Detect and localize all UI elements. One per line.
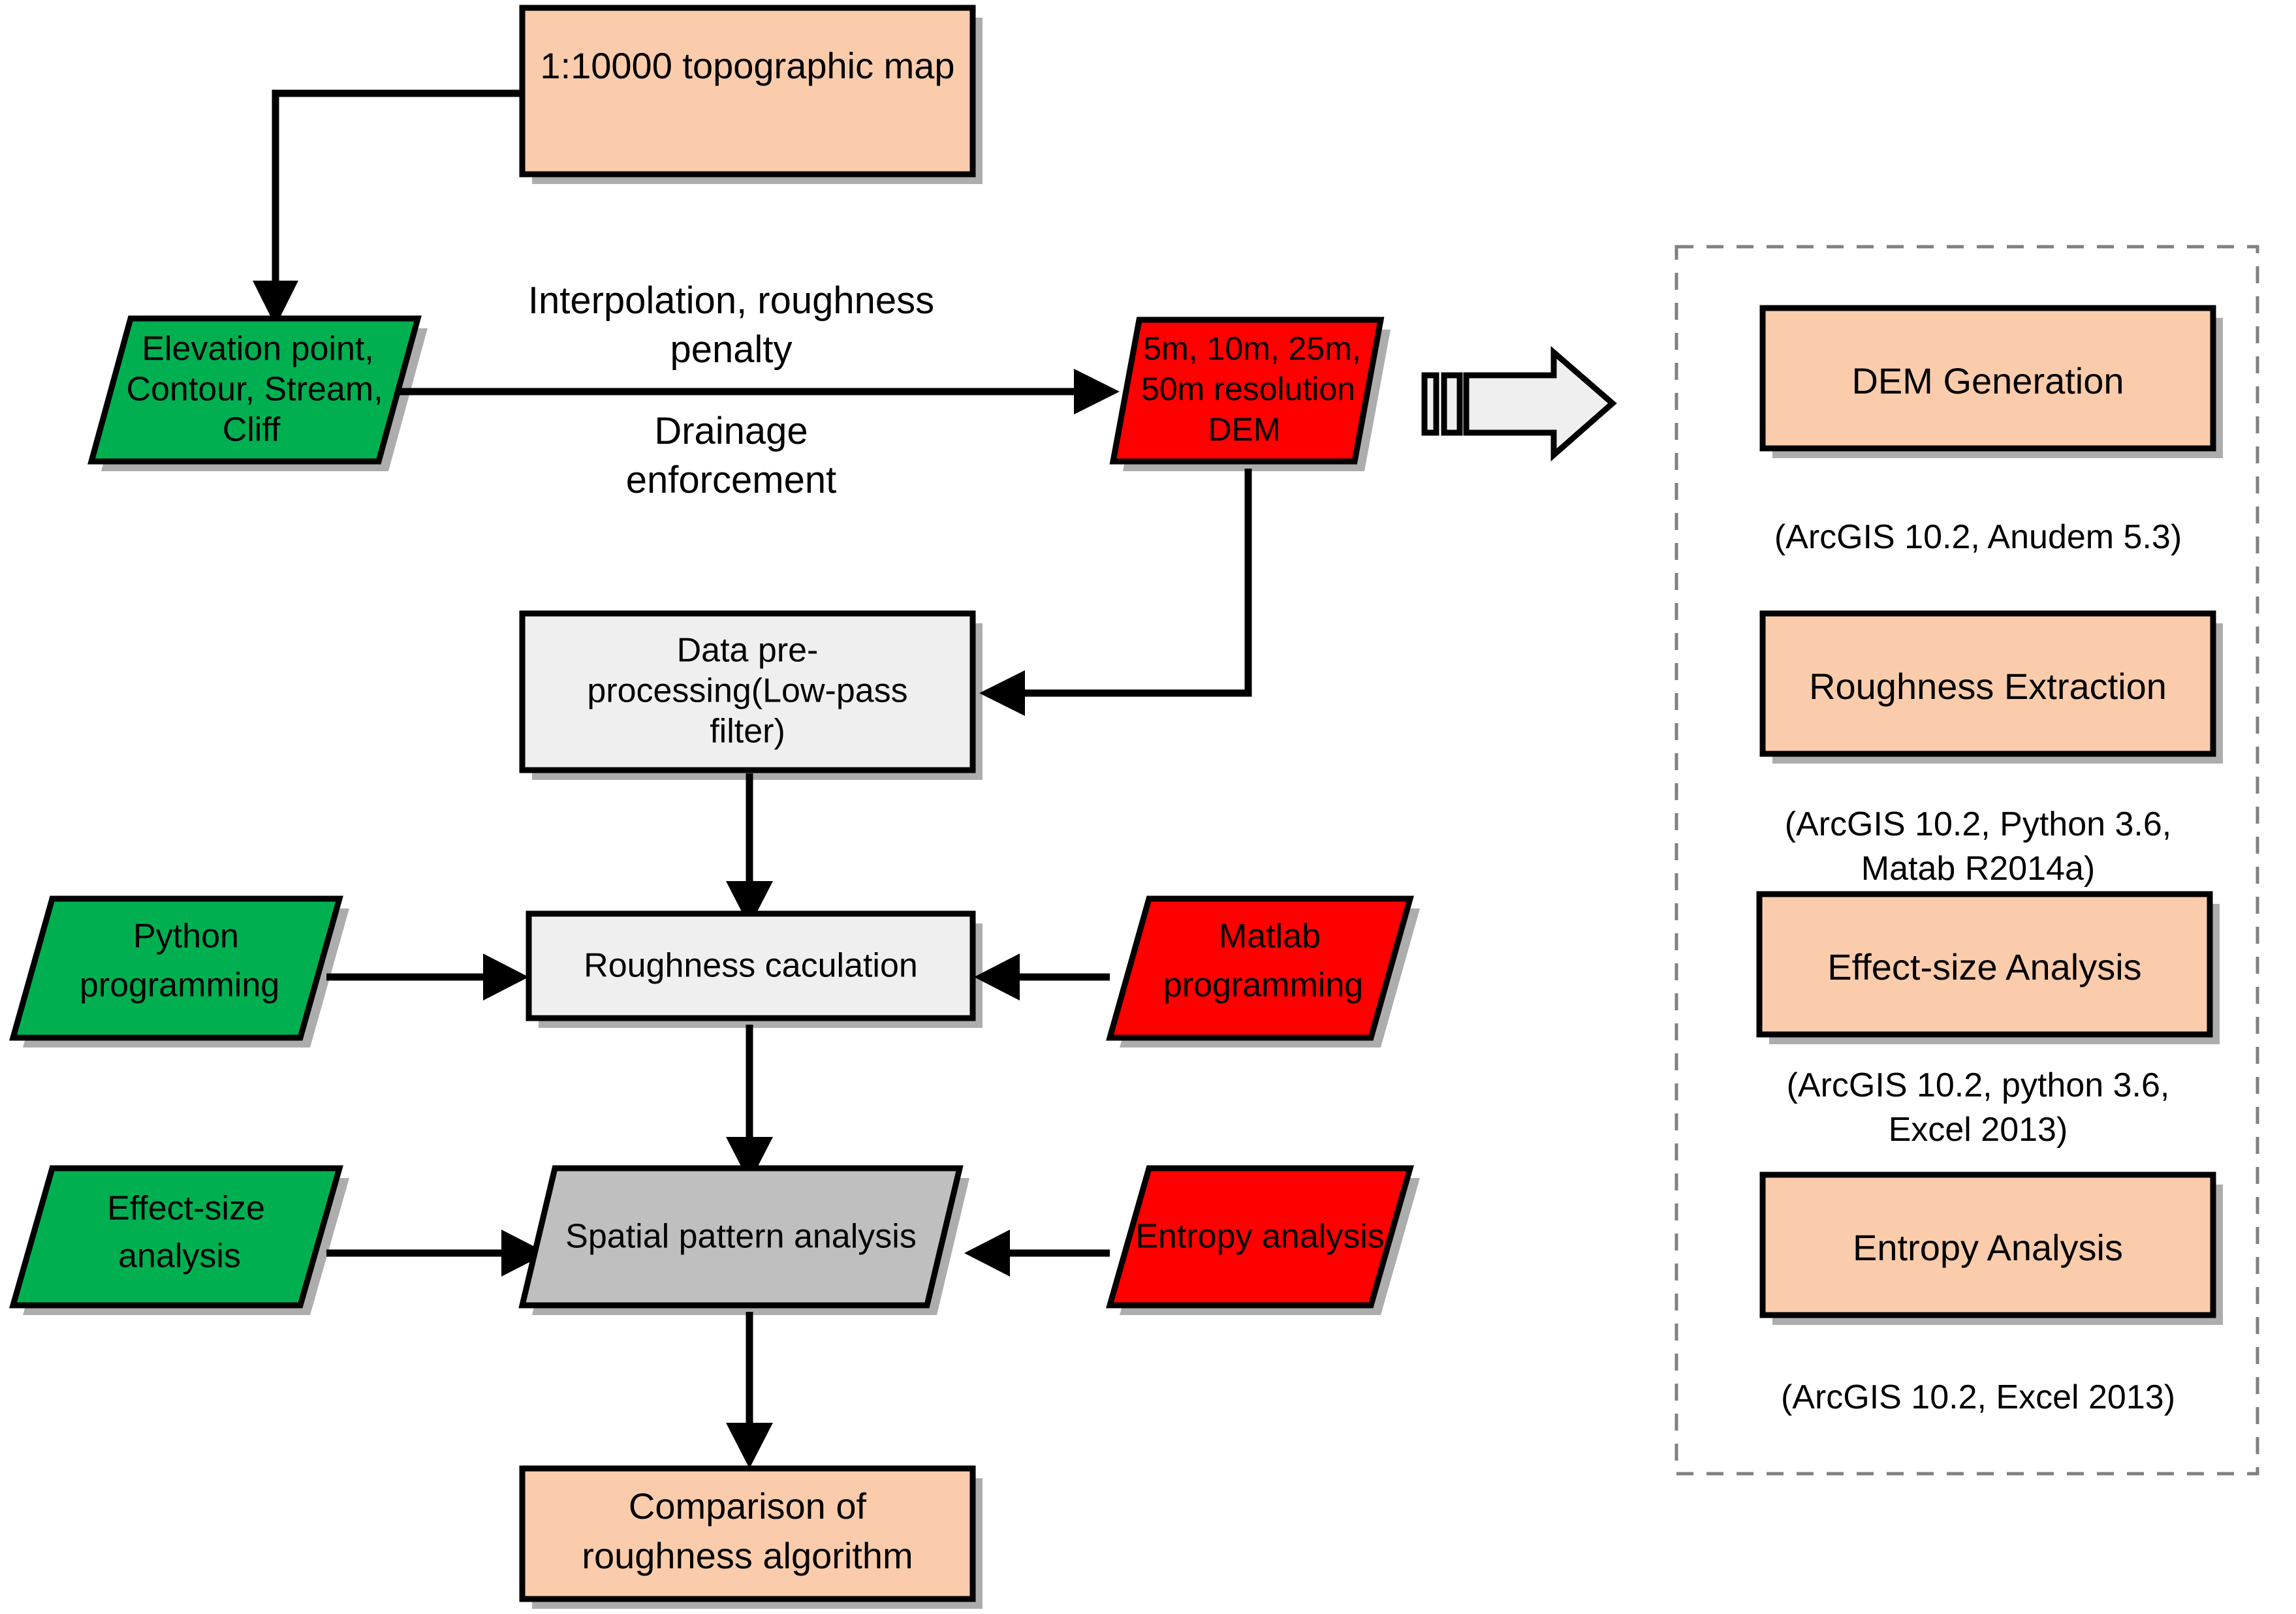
stage-caption-line-2: Excel 2013)	[1889, 1111, 2068, 1149]
arrowhead-map-to-source	[253, 281, 298, 326]
node-body	[1106, 1165, 1414, 1309]
node-body	[519, 610, 976, 773]
node-label-line-2: processing(Low-pass	[587, 672, 907, 710]
stage-label: DEM Generation	[1851, 360, 2124, 401]
node-dem[interactable]: 5m, 10m, 25m, 50m resolution DEM	[1109, 317, 1391, 471]
arrowhead-matlab-to-roughness	[974, 954, 1020, 1001]
connectors	[253, 89, 1252, 1468]
stage-card-entropy-analysis[interactable]: Entropy Analysis	[1759, 1172, 2223, 1325]
stage-body	[1759, 610, 2216, 757]
stages-panel-border	[1675, 245, 2259, 1476]
node-body	[519, 1465, 976, 1602]
stage-card-roughness-extraction[interactable]: Roughness Extraction	[1759, 610, 2223, 764]
node-spatial-pattern-analysis[interactable]: Spatial pattern analysis	[518, 1165, 969, 1315]
node-label-line-2: roughness algorithm	[582, 1535, 913, 1576]
arrowhead-dem-to-preprocessing	[979, 670, 1025, 716]
stage-label: Roughness Extraction	[1809, 666, 2167, 707]
node-body	[519, 5, 976, 178]
block-arrow-bar-2	[1441, 372, 1463, 436]
node-body	[526, 910, 976, 1021]
node-roughness-calculation[interactable]: Roughness caculation	[526, 910, 983, 1028]
node-label-line-2: 50m resolution	[1141, 371, 1355, 407]
node-label-line-3: Cliff	[223, 411, 281, 449]
stages-panel: DEM Generation (ArcGIS 10.2, Anudem 5.3)…	[1675, 245, 2259, 1476]
node-label-line-2: programming	[80, 967, 279, 1004]
stage-body	[1759, 1172, 2216, 1318]
node-label-line-2: analysis	[118, 1237, 241, 1275]
node-label: Spatial pattern analysis	[565, 1218, 917, 1256]
stage-label: Effect-size Analysis	[1827, 946, 2141, 987]
stage-caption-line-1: (ArcGIS 10.2, Anudem 5.3)	[1774, 518, 2182, 556]
connector-dem-to-preprocessing	[1009, 469, 1252, 697]
node-body	[9, 895, 343, 1041]
node-matlab-programming[interactable]: Matlab programming	[1106, 895, 1420, 1048]
arrowhead-python-to-roughness	[483, 954, 529, 1001]
node-label-line-2: Contour, Stream,	[126, 371, 383, 409]
node-body	[87, 315, 422, 465]
node-label-line-1: 1:10000 topographic map	[540, 45, 954, 86]
edge-label-line-1: Interpolation, roughness	[528, 279, 934, 322]
node-effect-size-analysis[interactable]: Effect-size analysis	[9, 1165, 349, 1315]
node-comparison[interactable]: Comparison of roughness algorithm	[519, 1465, 983, 1609]
block-arrow-bar-1	[1421, 372, 1439, 436]
stage-label: Entropy Analysis	[1853, 1227, 2123, 1268]
edge-label-line-2: penalty	[670, 328, 792, 371]
node-label-line-1: Python	[133, 918, 239, 955]
stage-card-effect-size-analysis[interactable]: Effect-size Analysis	[1756, 891, 2220, 1044]
arrowhead-effectsize-to-spatial	[501, 1230, 547, 1277]
arrowhead-roughness-to-spatial	[726, 1137, 773, 1183]
node-label-line-2: programming	[1163, 967, 1363, 1004]
stage-caption-line-2: Matab R2014a)	[1861, 850, 2095, 888]
node-body	[1109, 317, 1385, 465]
node-label: Entropy analysis	[1135, 1218, 1385, 1256]
node-body	[518, 1165, 964, 1309]
stage-body	[1756, 891, 2213, 1038]
node-source-data[interactable]: Elevation point, Contour, Stream, Cliff	[87, 315, 428, 471]
node-topographic-map[interactable]: 1:10000 topographic map	[519, 5, 983, 184]
node-label-line-1: Elevation point,	[142, 330, 374, 368]
arrowhead-spatial-to-comparison	[726, 1423, 773, 1468]
node-python-programming[interactable]: Python programming	[9, 895, 349, 1048]
edge-label-line-1: Drainage	[654, 410, 808, 452]
stage-caption-line-1: (ArcGIS 10.2, Excel 2013)	[1781, 1378, 2175, 1416]
node-label-line-1: 5m, 10m, 25m,	[1143, 330, 1360, 367]
stage-caption-line-1: (ArcGIS 10.2, python 3.6,	[1787, 1066, 2170, 1104]
arrowhead-entropy-to-spatial	[964, 1230, 1010, 1277]
arrowhead-source-to-dem	[1074, 369, 1120, 414]
edge-label-interpolation: Interpolation, roughness penalty	[528, 279, 934, 371]
node-label: Roughness caculation	[584, 947, 918, 985]
stage-card-dem-generation[interactable]: DEM Generation	[1759, 305, 2223, 458]
node-label-line-1: Comparison of	[629, 1485, 867, 1527]
node-entropy-analysis[interactable]: Entropy analysis	[1106, 1165, 1420, 1315]
connector-map-to-source	[272, 89, 522, 297]
node-body	[9, 1165, 343, 1309]
node-label-line-3: filter)	[710, 713, 785, 751]
node-label-line-1: Matlab	[1219, 918, 1321, 955]
stage-caption-line-1: (ArcGIS 10.2, Python 3.6,	[1785, 805, 2172, 843]
arrowhead-preprocessing-to-roughness	[726, 881, 773, 927]
edge-label-drainage: Drainage enforcement	[626, 410, 836, 501]
stage-body	[1759, 305, 2216, 452]
node-label-line-1: Data pre-	[677, 632, 819, 670]
node-label-line-1: Effect-size	[107, 1190, 265, 1228]
block-arrow-right-icon	[1421, 346, 1617, 461]
node-body	[1106, 895, 1414, 1041]
block-arrow-head	[1463, 346, 1617, 461]
edge-label-line-2: enforcement	[626, 459, 836, 501]
node-label-line-3: DEM	[1208, 411, 1280, 448]
node-preprocessing[interactable]: Data pre- processing(Low-pass filter)	[519, 610, 983, 780]
